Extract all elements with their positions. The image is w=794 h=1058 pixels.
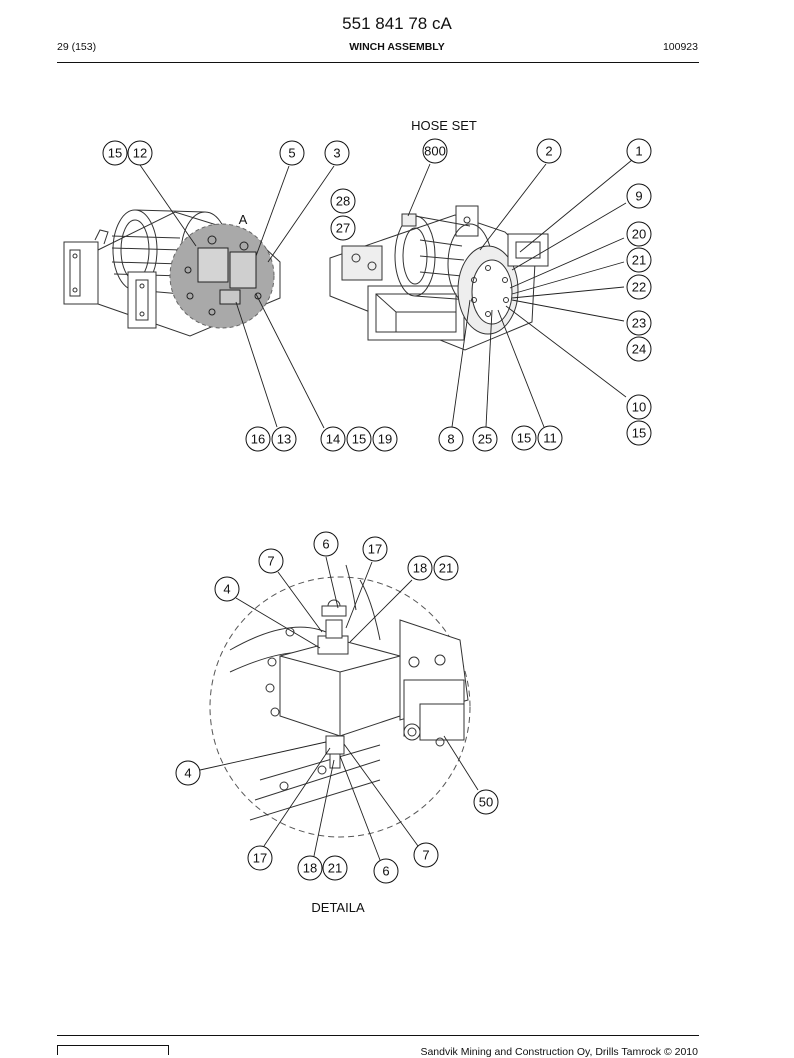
svg-text:50: 50 — [479, 795, 493, 810]
callout-balloon: 15 — [511, 425, 537, 451]
svg-text:7: 7 — [422, 848, 429, 863]
hose-set-label: HOSE SET — [411, 118, 477, 133]
document-number: 551 841 78 cA — [342, 14, 452, 33]
svg-text:14: 14 — [326, 432, 340, 447]
callout-balloon: 27 — [330, 215, 356, 241]
callout-balloon: 18 — [407, 555, 433, 581]
callout-balloon: 13 — [271, 426, 297, 452]
view-a-marker: A — [239, 212, 248, 227]
svg-text:15: 15 — [632, 426, 646, 441]
svg-text:21: 21 — [439, 561, 453, 576]
leader-lines-detail — [199, 556, 479, 861]
sandvik-logo — [57, 1045, 169, 1055]
page-title: WINCH ASSEMBLY — [349, 41, 445, 53]
callout-balloon: 23 — [626, 310, 652, 336]
svg-text:28: 28 — [336, 194, 350, 209]
callout-balloon: 9 — [626, 183, 652, 209]
footer-copyright: Sandvik Mining and Construction Oy, Dril… — [420, 1046, 698, 1058]
svg-text:15: 15 — [517, 431, 531, 446]
callout-balloon: 21 — [433, 555, 459, 581]
callout-balloon: 12 — [127, 140, 153, 166]
callout-balloon: 17 — [362, 536, 388, 562]
callout-balloon: 21 — [322, 855, 348, 881]
svg-text:23: 23 — [632, 316, 646, 331]
svg-text:13: 13 — [277, 432, 291, 447]
svg-text:21: 21 — [632, 253, 646, 268]
svg-text:18: 18 — [303, 861, 317, 876]
header-rule — [57, 62, 699, 63]
valve-block-small — [184, 235, 262, 316]
callout-balloon: 28 — [330, 188, 356, 214]
callout-balloon: 10 — [626, 394, 652, 420]
callout-balloon: 25 — [472, 426, 498, 452]
callout-balloon: 6 — [373, 858, 399, 884]
callout-balloon: 5 — [279, 140, 305, 166]
svg-text:1: 1 — [635, 144, 642, 159]
svg-text:21: 21 — [328, 861, 342, 876]
svg-text:6: 6 — [322, 537, 329, 552]
svg-text:24: 24 — [632, 342, 646, 357]
svg-text:3: 3 — [333, 146, 340, 161]
page-number: 29 (153) — [57, 41, 97, 53]
callout-balloon: 20 — [626, 221, 652, 247]
callout-balloon: 17 — [247, 845, 273, 871]
svg-text:15: 15 — [352, 432, 366, 447]
callout-balloon: 18 — [297, 855, 323, 881]
detail-a-caption: DETAILA — [311, 900, 365, 915]
svg-text:18: 18 — [413, 561, 427, 576]
svg-text:4: 4 — [184, 766, 191, 781]
svg-text:20: 20 — [632, 227, 646, 242]
callout-balloon: 21 — [626, 247, 652, 273]
callout-balloon: 800 — [422, 138, 448, 164]
svg-text:22: 22 — [632, 280, 646, 295]
callout-balloon: 7 — [258, 548, 284, 574]
svg-text:800: 800 — [424, 144, 446, 159]
leader-lines-main — [139, 159, 633, 429]
callout-balloon: 8 — [438, 426, 464, 452]
revision-code: 100923 — [662, 41, 698, 53]
callout-balloon: 15 — [626, 420, 652, 446]
svg-text:9: 9 — [635, 189, 642, 204]
callout-balloon: 14 — [320, 426, 346, 452]
callout-balloon: 4 — [214, 576, 240, 602]
svg-text:25: 25 — [478, 432, 492, 447]
svg-text:15: 15 — [108, 146, 122, 161]
svg-text:8: 8 — [447, 432, 454, 447]
callout-balloon: 15 — [346, 426, 372, 452]
callout-balloon: 50 — [473, 789, 499, 815]
footer-rule — [57, 1035, 699, 1036]
svg-text:5: 5 — [288, 146, 295, 161]
svg-text:27: 27 — [336, 221, 350, 236]
callout-balloon: 2 — [536, 138, 562, 164]
callout-balloon: 22 — [626, 274, 652, 300]
svg-text:19: 19 — [378, 432, 392, 447]
svg-text:6: 6 — [382, 864, 389, 879]
callout-balloon: 6 — [313, 531, 339, 557]
callouts-main: 15 12 5 3 800 2 1 28 27 9 20 21 22 23 24… — [102, 138, 652, 452]
callout-balloon: 11 — [537, 425, 563, 451]
callout-balloon: 19 — [372, 426, 398, 452]
callout-balloon: 4 — [175, 760, 201, 786]
callout-balloon: 16 — [245, 426, 271, 452]
svg-text:17: 17 — [368, 542, 382, 557]
svg-text:4: 4 — [223, 582, 230, 597]
svg-text:17: 17 — [253, 851, 267, 866]
svg-text:12: 12 — [133, 146, 147, 161]
detail-a-illustration — [209, 564, 471, 838]
winch-right-illustration — [329, 205, 549, 351]
svg-text:11: 11 — [543, 431, 557, 446]
svg-text:16: 16 — [251, 432, 265, 447]
callout-balloon: 1 — [626, 138, 652, 164]
callout-balloon: 15 — [102, 140, 128, 166]
callout-balloon: 24 — [626, 336, 652, 362]
svg-text:2: 2 — [545, 144, 552, 159]
svg-text:7: 7 — [267, 554, 274, 569]
svg-text:10: 10 — [632, 400, 646, 415]
callout-balloon: 7 — [413, 842, 439, 868]
callouts-detail: 6 17 7 18 21 4 4 50 17 18 21 6 7 — [175, 531, 499, 884]
callout-balloon: 3 — [324, 140, 350, 166]
